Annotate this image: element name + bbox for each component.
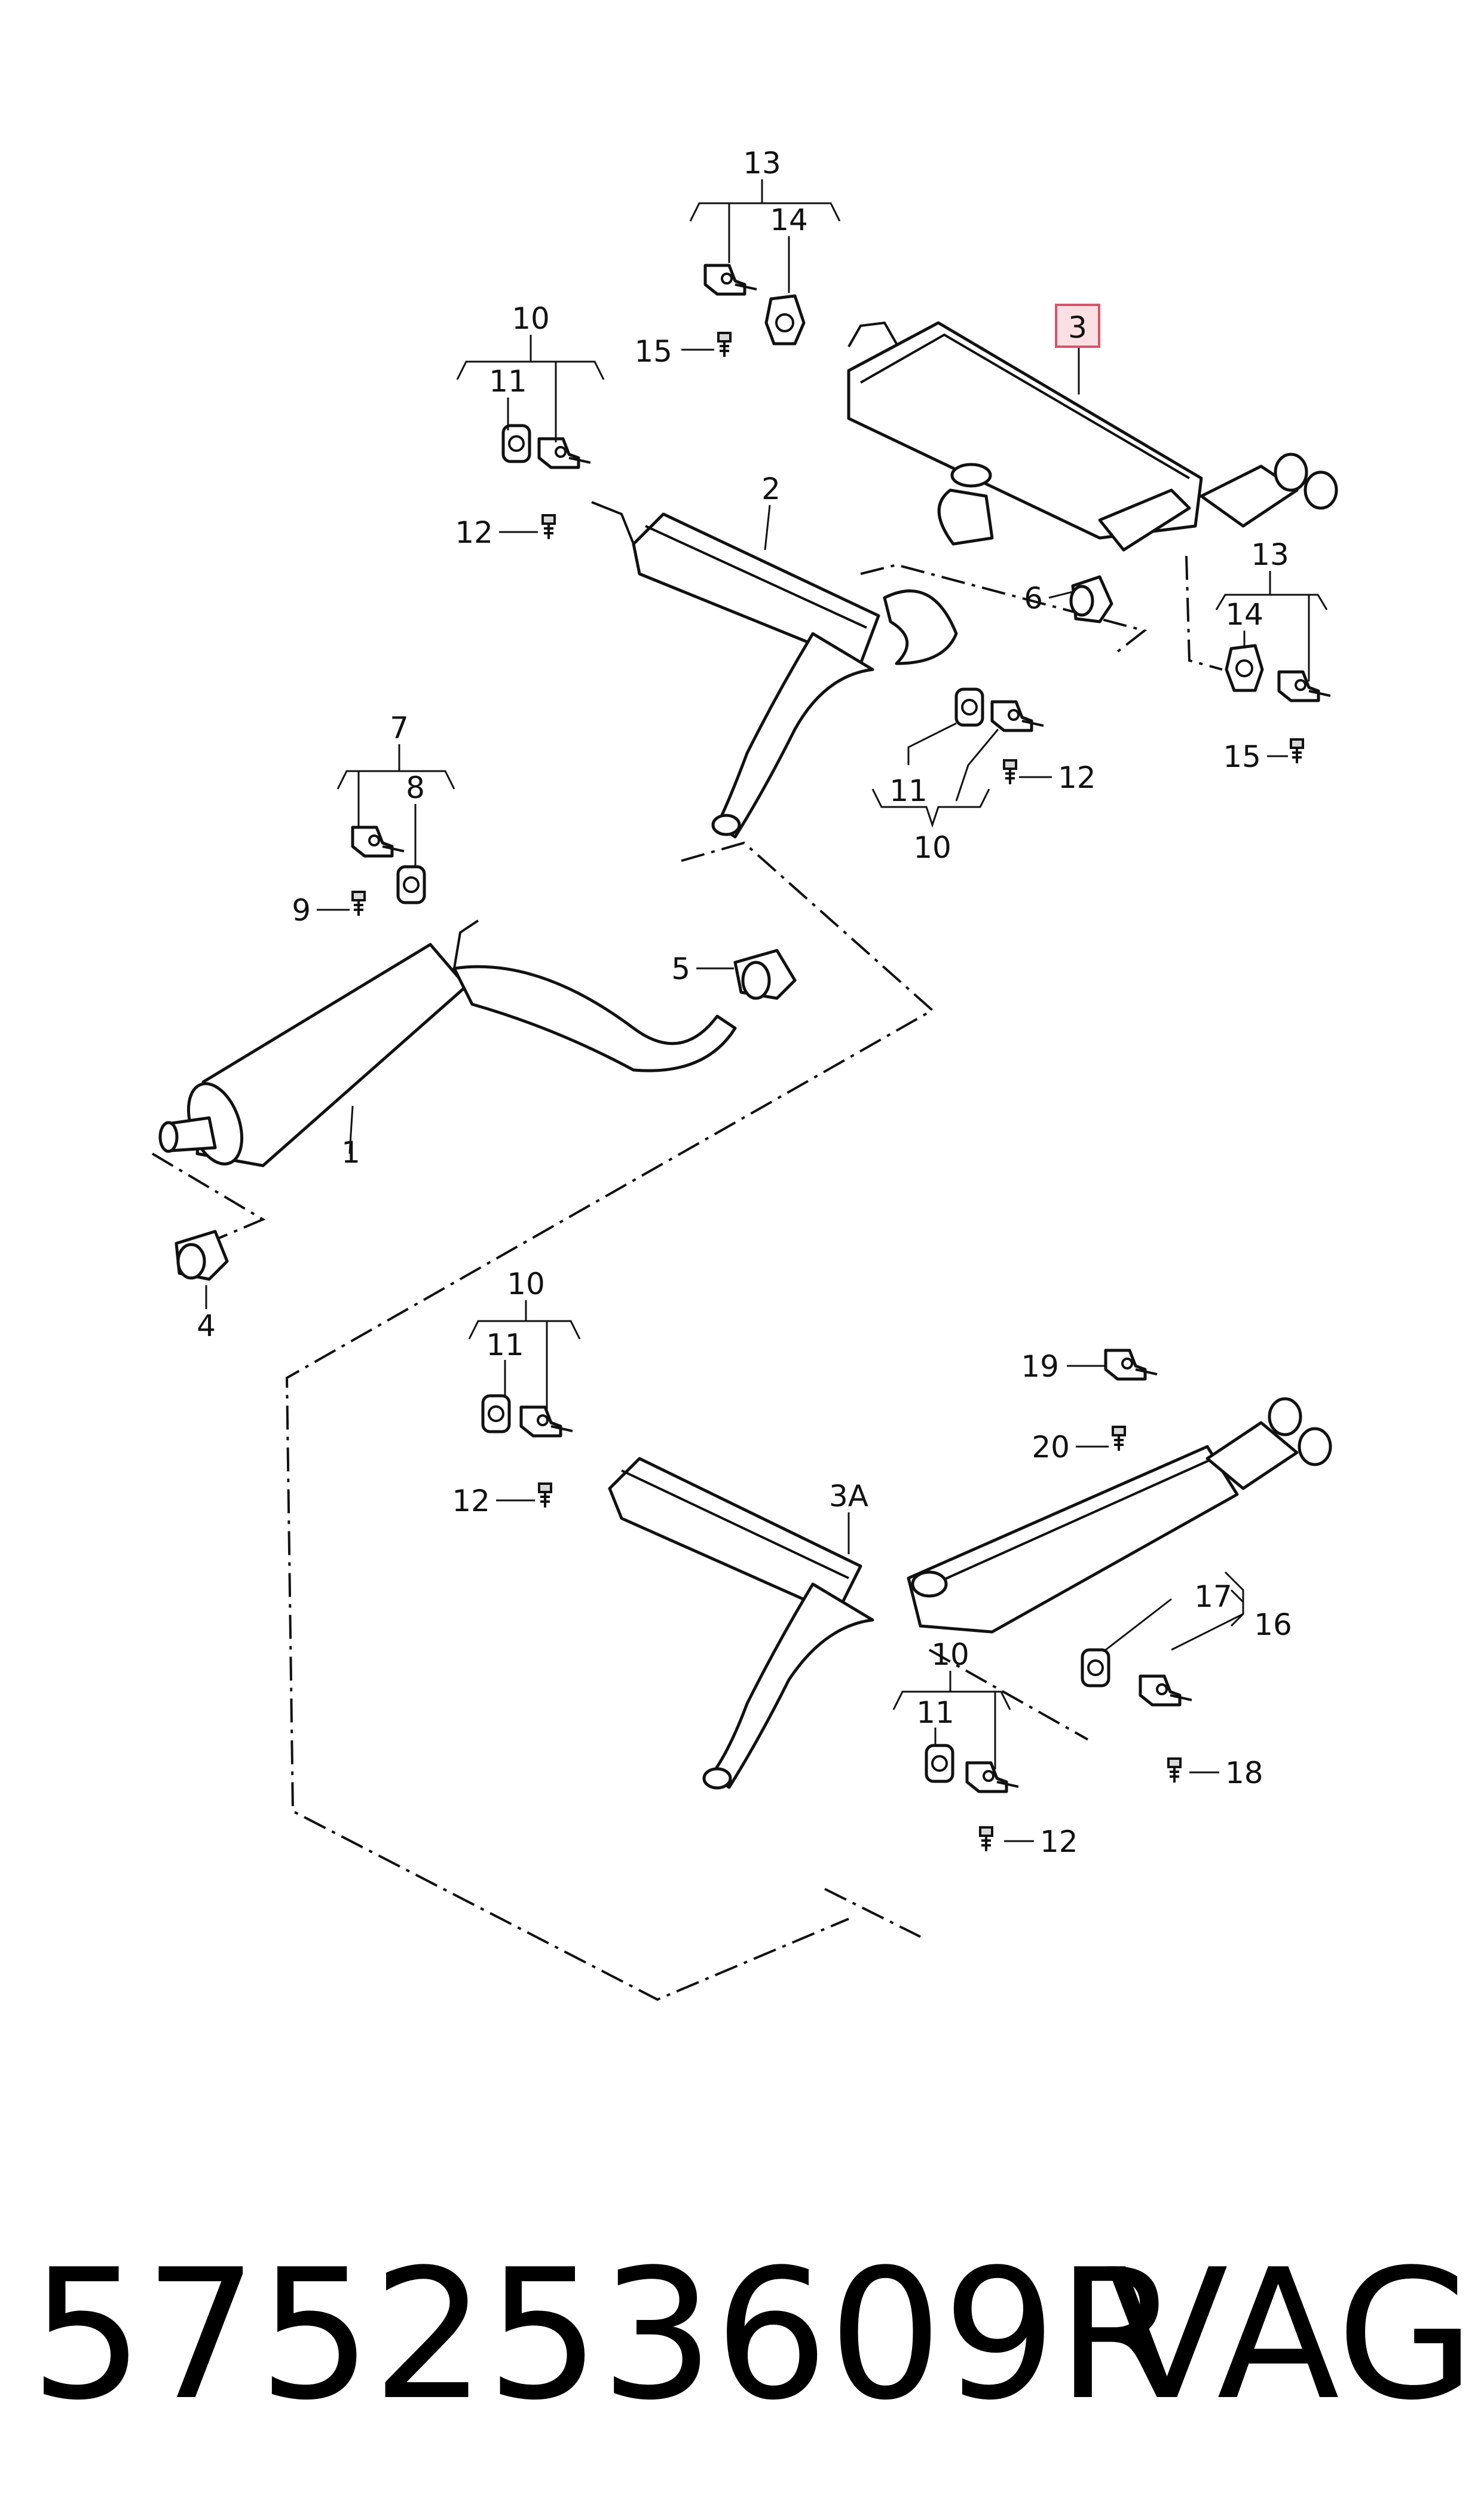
callout-6: 6 [1024, 581, 1043, 616]
bracket-10b [992, 702, 1044, 730]
callout-13-right: 13 [1251, 537, 1289, 572]
callout-3: 3 [1068, 310, 1087, 345]
middle-muffler-2 [591, 501, 958, 839]
callout-9: 9 [292, 893, 311, 928]
bracket-10d [967, 1763, 1018, 1792]
callout-16: 16 [1254, 1607, 1292, 1642]
callout-12-mid: 12 [1058, 760, 1096, 795]
callout-4: 4 [197, 1309, 216, 1343]
callout-8: 8 [406, 771, 425, 805]
clamp-11b [956, 689, 983, 725]
rear-muffler-3 [847, 321, 1338, 552]
callout-11-lower-left: 11 [486, 1328, 524, 1362]
callout-2: 2 [761, 472, 781, 506]
clamp-11a [503, 426, 530, 461]
callout-3A: 3A [829, 1479, 868, 1514]
bolt-15a [717, 332, 732, 358]
callout-14-right: 14 [1225, 597, 1263, 632]
bracket-13b [1279, 672, 1330, 701]
bolt-12d [979, 1826, 993, 1852]
callout-13-top: 13 [743, 146, 781, 181]
callout-17: 17 [1194, 1579, 1232, 1614]
callout-12-upper: 12 [455, 515, 493, 550]
callout-labels: 13 14 15 3 10 11 12 2 6 13 14 15 11 10 1… [197, 146, 1292, 1859]
bracket-13a [705, 265, 757, 294]
clamp-6 [1069, 575, 1113, 623]
brand-label: VAG [1106, 2231, 1475, 2439]
callout-15-top: 15 [634, 334, 672, 369]
highlight-box-3 [1055, 304, 1100, 348]
clamp-8 [398, 867, 424, 903]
bolt-12b [1003, 759, 1017, 785]
callout-7: 7 [390, 711, 409, 745]
callout-12-lower-right: 12 [1040, 1824, 1078, 1859]
callout-10-lower-left: 10 [507, 1267, 545, 1301]
callout-11-upper: 11 [489, 364, 527, 399]
callout-14-top: 14 [770, 203, 808, 237]
bracket-19 [1106, 1350, 1157, 1379]
bolt-15b [1290, 738, 1304, 765]
callout-10-upper: 10 [512, 301, 550, 336]
clamp-4 [175, 1230, 229, 1281]
bolt-12c [538, 1482, 552, 1509]
bolt-12a [541, 514, 556, 540]
callout-12-lower-left: 12 [452, 1484, 490, 1518]
rubber-mount-14b [1225, 644, 1264, 692]
mufflers-3A [608, 1397, 1332, 1790]
callout-1: 1 [341, 1135, 360, 1170]
bracket-10a [539, 439, 590, 467]
clamp-11c [483, 1396, 509, 1432]
callout-19: 19 [1021, 1349, 1059, 1384]
bracket-16 [1140, 1676, 1192, 1705]
clamp-5 [733, 949, 797, 1000]
callout-10-lower-right: 10 [931, 1637, 969, 1672]
clamp-17 [1082, 1650, 1109, 1686]
callout-20: 20 [1032, 1430, 1070, 1465]
rubber-mount-14a [764, 294, 806, 346]
bolt-20 [1112, 1426, 1126, 1452]
callout-18: 18 [1225, 1756, 1263, 1790]
bracket-7 [353, 827, 404, 856]
leader-lines [205, 179, 1328, 1842]
bolt-9 [351, 891, 366, 917]
front-muffler-1 [158, 919, 737, 1167]
clamp-11d [926, 1745, 953, 1781]
callout-11-lower-right: 11 [916, 1695, 954, 1730]
callout-5: 5 [671, 952, 690, 986]
bolt-18 [1167, 1757, 1182, 1784]
part-number: 575253609R [30, 2231, 1181, 2439]
callout-11-mid: 11 [889, 774, 928, 808]
callout-15-right: 15 [1223, 739, 1261, 774]
callout-10-mid: 10 [913, 830, 951, 865]
